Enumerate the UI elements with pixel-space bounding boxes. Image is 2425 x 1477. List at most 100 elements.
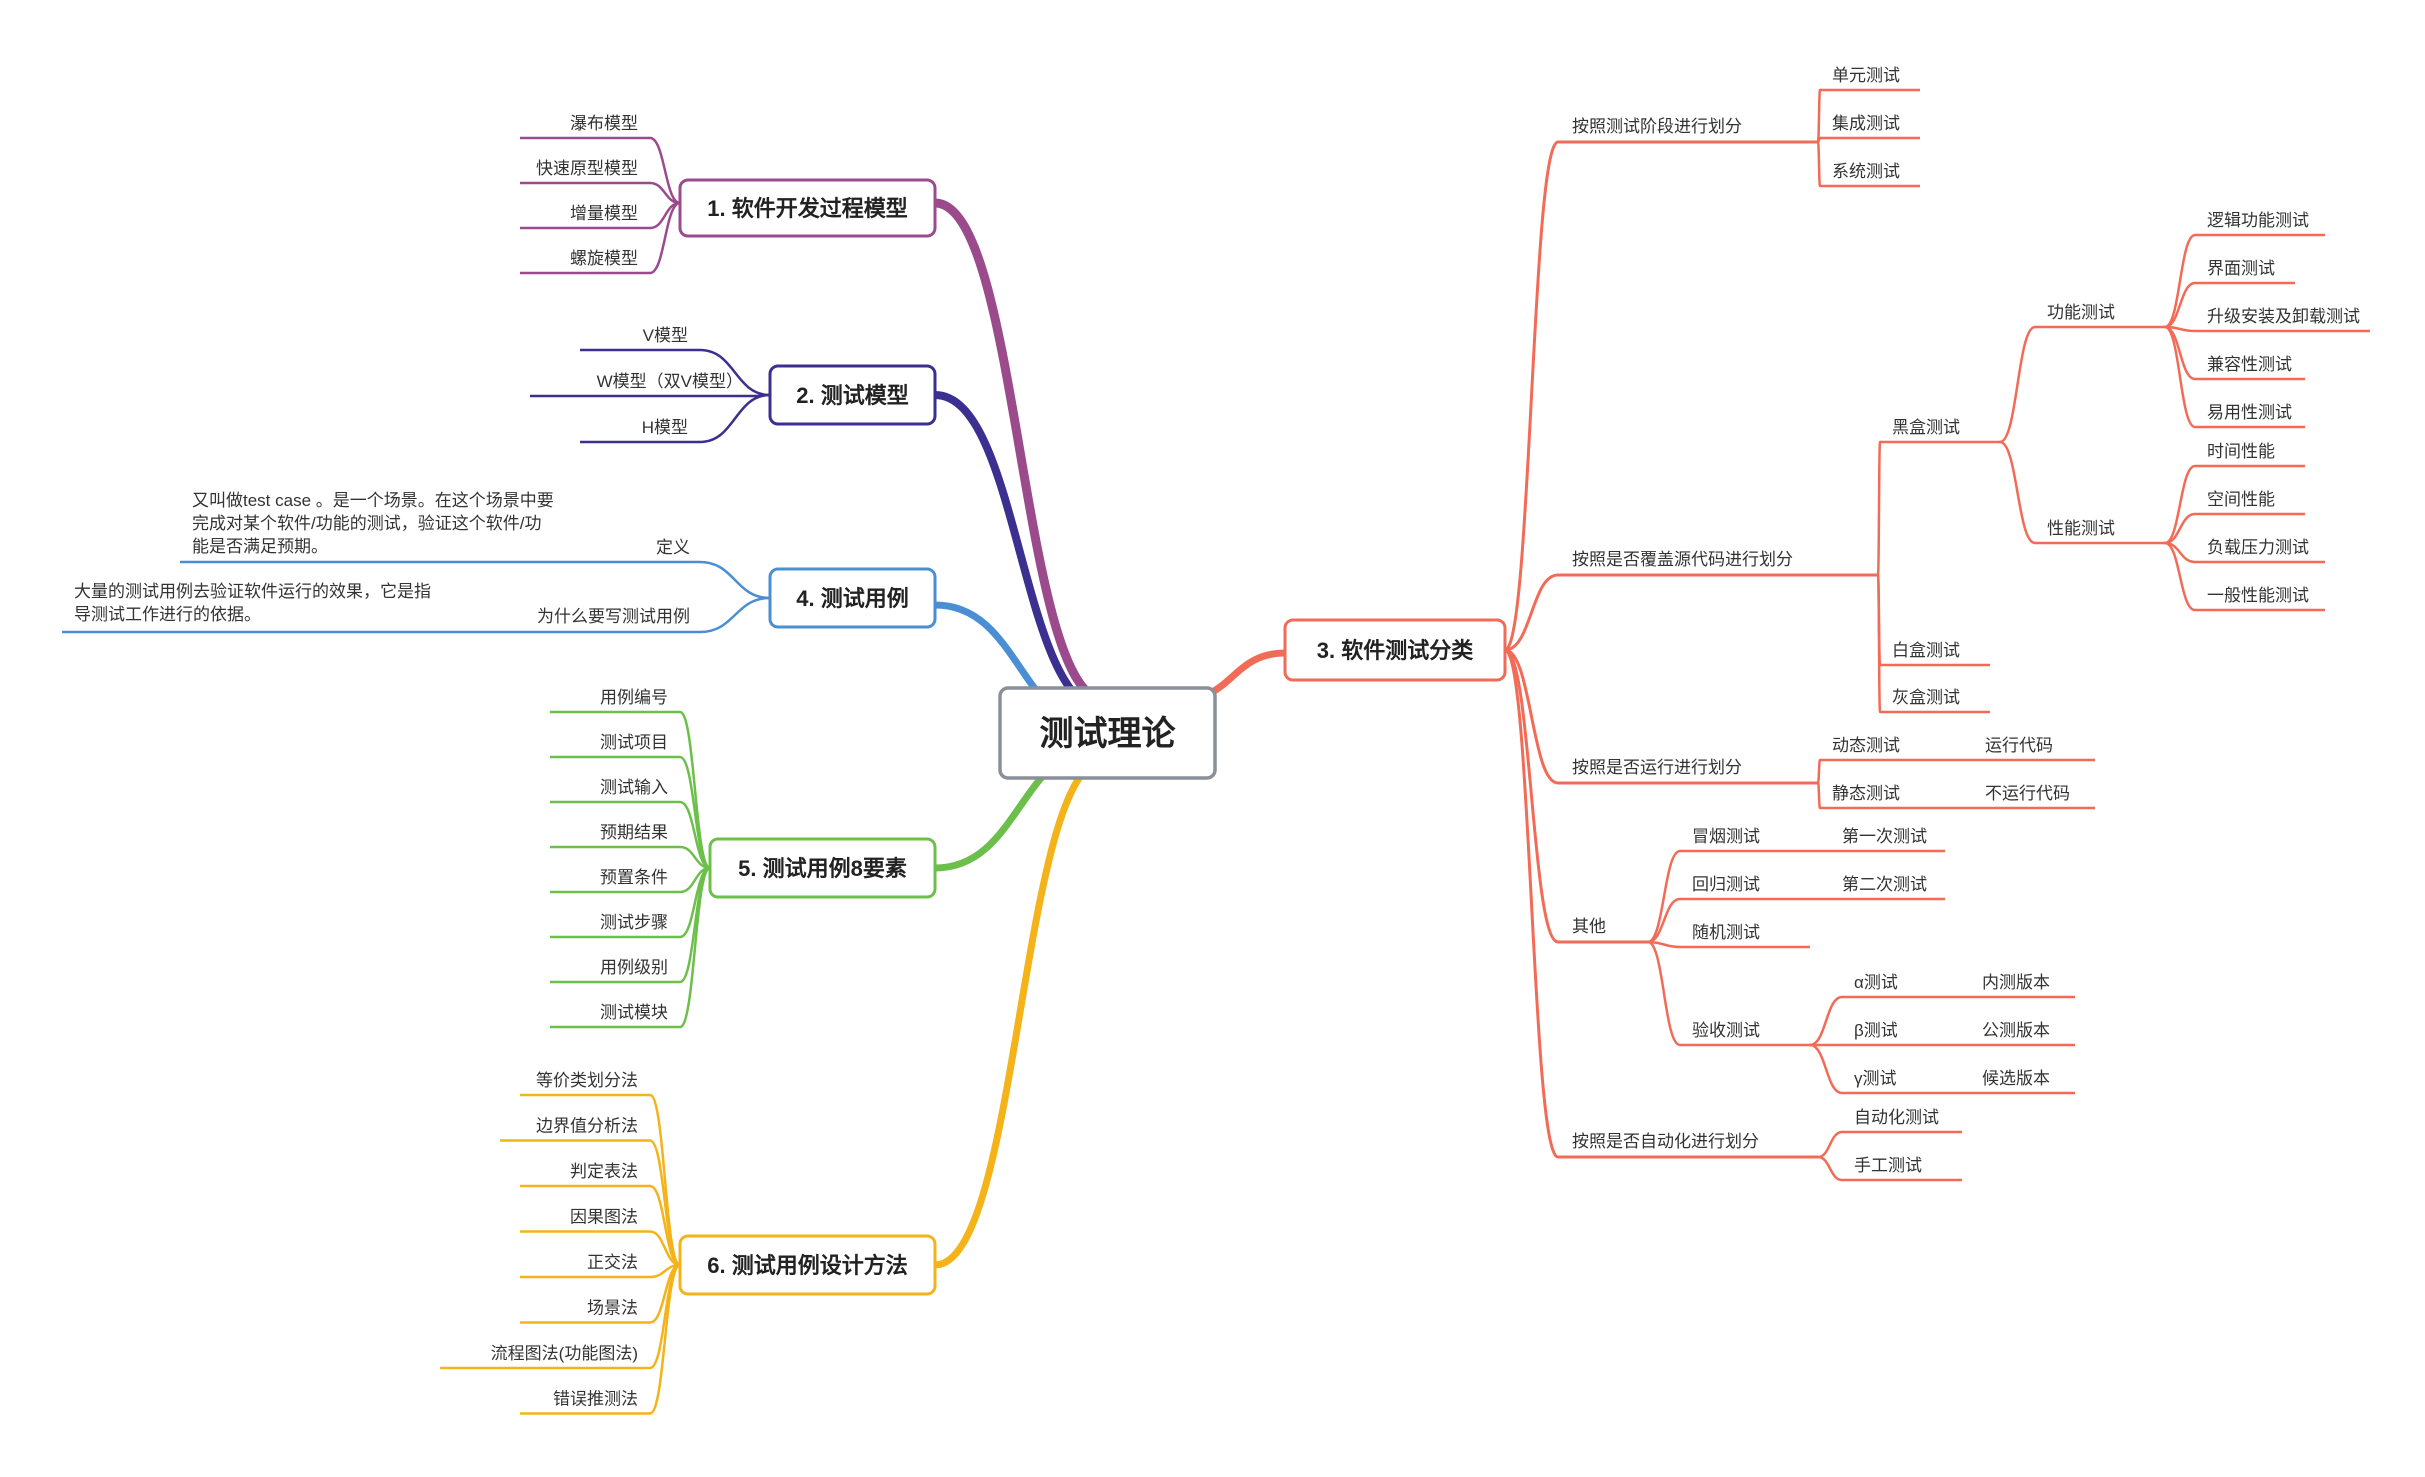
branch-node-4: 4. 测试用例: [796, 586, 908, 611]
connector-line: [1808, 995, 1844, 1047]
leaf-node: 随机测试: [1692, 923, 1760, 942]
leaf-node: β测试: [1854, 1021, 1898, 1040]
note-node: 第一次测试: [1842, 827, 1927, 846]
connector-line: [1876, 573, 1882, 714]
connector-line: [2163, 464, 2197, 545]
leaf-node: 回归测试: [1692, 875, 1760, 894]
subgroup-node: 性能测试: [2047, 519, 2115, 538]
description-line: 又叫做test case 。是一个场景。在这个场景中要: [192, 491, 554, 510]
connector-line: [698, 393, 772, 444]
connector-line: [1503, 573, 1560, 652]
leaf-node: 边界值分析法: [536, 1117, 638, 1136]
main-branch-line: [930, 198, 1110, 705]
connector-line: [1816, 758, 1822, 785]
connector-line: [698, 560, 772, 600]
leaf-node: 单元测试: [1832, 66, 1900, 85]
leaf-node: 测试步骤: [600, 913, 668, 932]
connector-line: [1808, 1043, 1844, 1095]
leaf-node: 升级安装及卸载测试: [2207, 307, 2360, 326]
leaf-node: H模型: [642, 418, 688, 437]
leaf-node: 测试输入: [600, 778, 668, 797]
connector-line: [1876, 440, 1882, 577]
connector-line: [1646, 897, 1682, 944]
description-line: 完成对某个软件/功能的测试，验证这个软件/功: [192, 514, 541, 533]
leaf-node: 判定表法: [570, 1162, 638, 1181]
leaf-node: 正交法: [587, 1253, 638, 1272]
connector-line: [2163, 325, 2197, 429]
connector-line: [648, 1093, 682, 1267]
leaf-node: 空间性能: [2207, 490, 2275, 509]
branch-node-1-box[interactable]: [678, 178, 937, 238]
leaf-node: 自动化测试: [1854, 1108, 1939, 1127]
connector-line: [648, 201, 682, 275]
leaf-node: 逻辑功能测试: [2207, 211, 2309, 230]
connector-line: [1816, 1130, 1844, 1159]
leaf-node: γ测试: [1854, 1069, 1897, 1088]
leaf-node: 白盒测试: [1892, 641, 1960, 660]
note-node: 第二次测试: [1842, 875, 1927, 894]
leaf-node: 测试项目: [600, 733, 668, 752]
note-node: 运行代码: [1985, 736, 2053, 755]
connector-line: [1646, 940, 1682, 949]
connector-line: [698, 348, 772, 397]
connector-line: [698, 596, 772, 634]
note-node: 候选版本: [1982, 1069, 2050, 1088]
branch-node-3-box[interactable]: [1283, 618, 1507, 682]
connector-line: [648, 1263, 682, 1370]
group-node: 按照是否运行进行划分: [1572, 758, 1742, 777]
branch-node-1: 1. 软件开发过程模型: [707, 196, 907, 221]
connector-line: [1503, 648, 1560, 944]
root-node: 测试理论: [1040, 715, 1177, 753]
connector-line: [678, 866, 712, 984]
branch-node-4-box[interactable]: [768, 567, 937, 629]
group-node: 按照测试阶段进行划分: [1572, 117, 1742, 136]
leaf-node: 等价类划分法: [536, 1071, 638, 1090]
branch-node-3: 3. 软件测试分类: [1317, 638, 1474, 663]
subgroup-node: 功能测试: [2047, 303, 2115, 322]
leaf-node: 界面测试: [2207, 259, 2275, 278]
leaf-node: 螺旋模型: [570, 249, 638, 268]
description-line: 能是否满足预期。: [192, 537, 328, 556]
connector-line: [2163, 281, 2197, 329]
connector-line: [1503, 648, 1560, 1159]
subgroup-node: 黑盒测试: [1892, 418, 1960, 437]
branch-node-2: 2. 测试模型: [796, 383, 908, 408]
connector-line: [678, 755, 712, 870]
connector-line: [1646, 849, 1682, 944]
leaf-node: 手工测试: [1854, 1156, 1922, 1175]
leaf-node: 集成测试: [1832, 114, 1900, 133]
leaf-node: 系统测试: [1832, 162, 1900, 181]
leaf-node: 兼容性测试: [2207, 355, 2292, 374]
leaf-node: 增量模型: [570, 204, 638, 223]
connector-line: [2163, 233, 2197, 329]
leaf-node: 预置条件: [600, 868, 668, 887]
connector-line: [648, 1184, 682, 1267]
note-node: 内测版本: [1982, 973, 2050, 992]
leaf-node: 预期结果: [600, 823, 668, 842]
connector-line: [2163, 541, 2197, 612]
leaf-node: 易用性测试: [2207, 403, 2292, 422]
connector-line: [648, 1263, 682, 1415]
leaf-node: 用例编号: [600, 688, 668, 707]
leaf-node: 为什么要写测试用例: [537, 607, 690, 626]
branch-node-6-box[interactable]: [678, 1234, 937, 1296]
connector-line: [678, 710, 712, 870]
root-node-box[interactable]: [998, 686, 1217, 780]
note-node: 不运行代码: [1985, 784, 2070, 803]
connector-line: [1998, 440, 2037, 545]
group-node: 其他: [1572, 917, 1606, 936]
group-node: 按照是否自动化进行划分: [1572, 1132, 1759, 1151]
branch-node-5-box[interactable]: [708, 837, 937, 899]
leaf-node: 流程图法(功能图法): [491, 1344, 638, 1363]
connector-line: [678, 866, 712, 1029]
leaf-node: 用例级别: [600, 958, 668, 977]
branch-node-5: 5. 测试用例8要素: [738, 856, 907, 881]
leaf-node: 因果图法: [570, 1208, 638, 1227]
branch-node-2-box[interactable]: [768, 364, 937, 426]
connector-line: [1816, 781, 1822, 810]
connector-line: [1816, 140, 1822, 188]
leaf-node: 定义: [656, 538, 690, 557]
leaf-node: α测试: [1854, 973, 1898, 992]
leaf-node: 错误推测法: [553, 1390, 638, 1409]
